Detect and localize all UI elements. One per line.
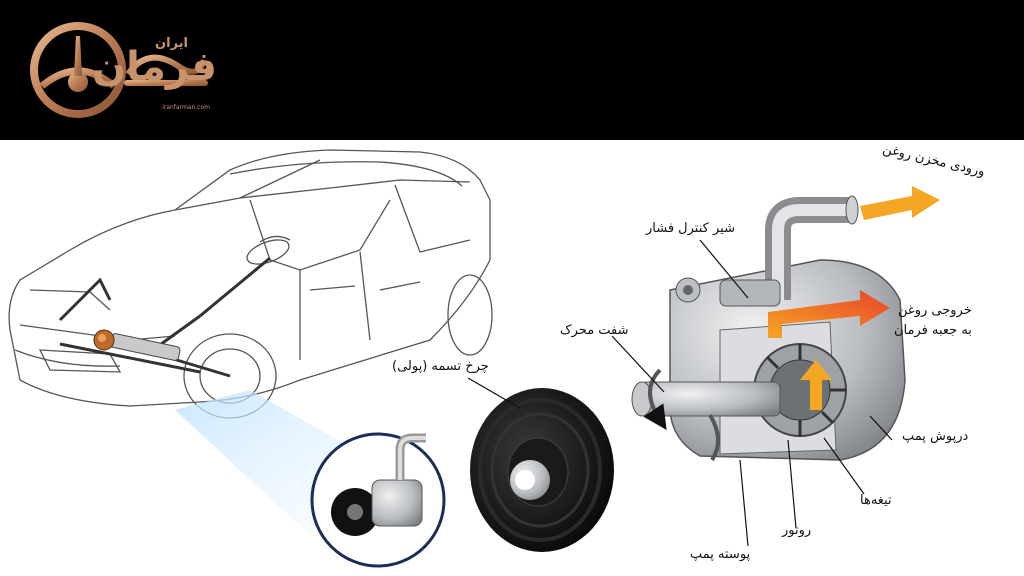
label-pump-housing: پوسته پمپ [690, 547, 751, 562]
label-pressure-valve: شیر کنترل فشار [646, 221, 735, 236]
label-vanes: تیغه‌ها [860, 493, 892, 508]
logo-word: فرمان [92, 44, 217, 90]
pulley [470, 388, 614, 552]
brand-logo: فرمان ایران iranfarman.com [28, 16, 218, 126]
inlet-flow-arrow [860, 186, 940, 220]
outlet-flow-arrow [768, 290, 890, 338]
label-rotor: روتور [782, 523, 812, 538]
steering-rack [93, 329, 181, 361]
header-bar: فرمان ایران iranfarman.com [0, 0, 1024, 140]
power-steering-diagram [8, 149, 940, 568]
label-pump-cover: درپوش پمپ [902, 429, 969, 444]
logo-sub: ایران [155, 36, 188, 51]
label-pulley: چرخ تسمه (پولی) [392, 359, 489, 374]
label-engine-shaft: شفت محرک [560, 323, 629, 338]
steering-wheel-icon [30, 22, 208, 118]
logo-url: iranfarman.com [162, 104, 210, 111]
leader-lines [467, 239, 893, 547]
label-oil-outlet-2: به جعبه فرمان [894, 323, 972, 338]
car-illustration [8, 149, 493, 419]
rotor-flow-arrow [800, 360, 832, 410]
label-oil-outlet-1: خروجی روغن [898, 303, 972, 318]
flow-arrows [768, 186, 940, 410]
pump-inset [310, 432, 446, 568]
